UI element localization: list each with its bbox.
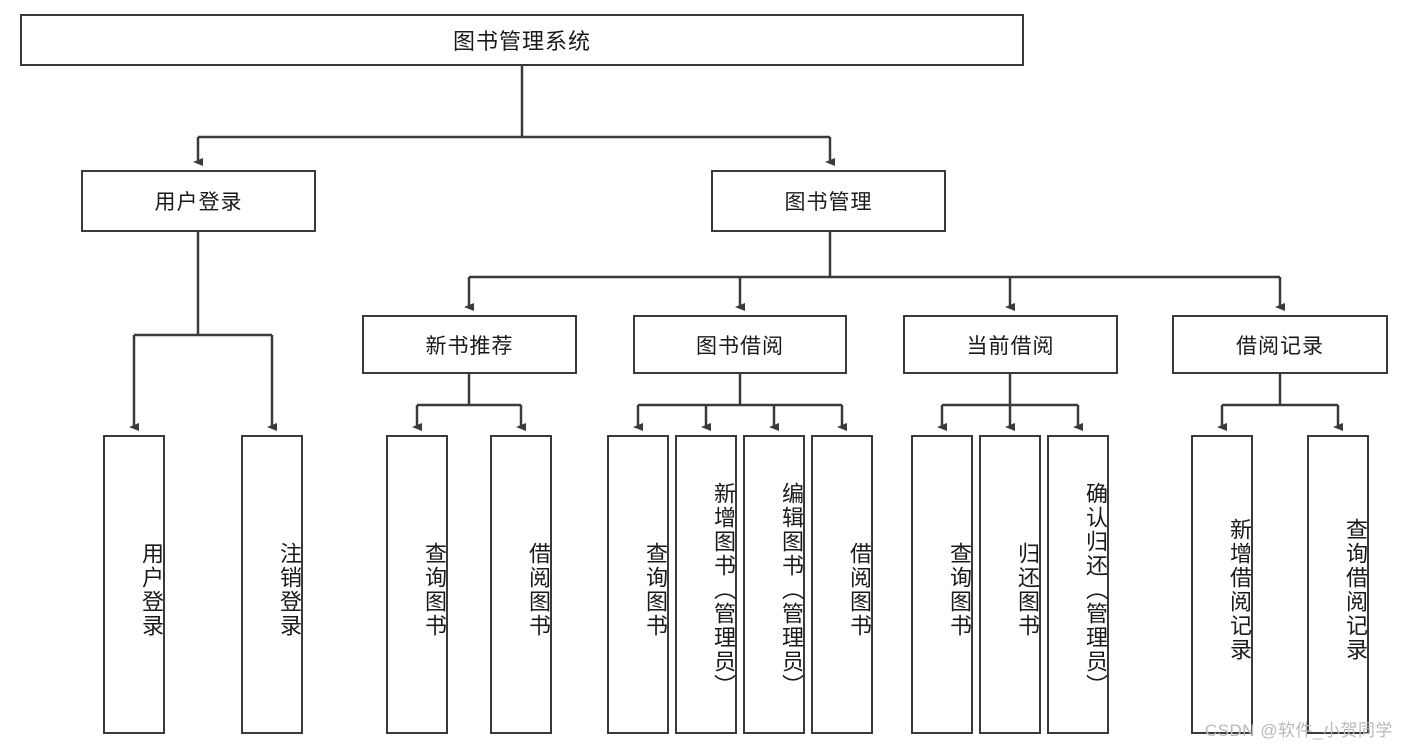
node-leaf-add-book-admin-label: 新增图书（管理员） <box>711 481 736 698</box>
node-leaf-query-book-current[interactable]: 查询图书 <box>911 435 973 734</box>
node-root-system[interactable]: 图书管理系统 <box>20 14 1024 66</box>
node-leaf-query-book-label: 查询图书 <box>643 541 668 638</box>
node-leaf-borrow-book[interactable]: 借阅图书 <box>811 435 873 734</box>
node-current-borrow[interactable]: 当前借阅 <box>903 315 1118 374</box>
node-root-label: 图书管理系统 <box>452 29 591 54</box>
node-leaf-query-book-recommend-label: 查询图书 <box>422 541 447 638</box>
node-leaf-edit-book-admin[interactable]: 编辑图书（管理员） <box>743 435 805 734</box>
node-leaf-confirm-return-admin[interactable]: 确认归还（管理员） <box>1047 435 1109 734</box>
node-leaf-edit-book-admin-label: 编辑图书（管理员） <box>779 481 804 698</box>
node-leaf-add-borrow-record[interactable]: 新增借阅记录 <box>1191 435 1253 734</box>
node-leaf-logout-label: 注销登录 <box>277 541 302 638</box>
node-book-borrow-label: 图书借阅 <box>696 334 784 358</box>
node-leaf-query-borrow-record-label: 查询借阅记录 <box>1343 517 1368 662</box>
node-leaf-borrow-book-label: 借阅图书 <box>847 541 872 638</box>
node-leaf-add-book-admin[interactable]: 新增图书（管理员） <box>675 435 737 734</box>
node-leaf-user-login-label: 用户登录 <box>139 541 164 638</box>
node-leaf-add-borrow-record-label: 新增借阅记录 <box>1227 517 1252 662</box>
node-leaf-return-book-label: 归还图书 <box>1015 541 1040 638</box>
node-leaf-return-book[interactable]: 归还图书 <box>979 435 1041 734</box>
node-leaf-query-book-recommend[interactable]: 查询图书 <box>386 435 448 734</box>
node-new-book-recommend-label: 新书推荐 <box>425 334 514 358</box>
node-leaf-confirm-return-admin-label: 确认归还（管理员） <box>1083 481 1108 698</box>
node-current-borrow-label: 当前借阅 <box>966 334 1055 358</box>
node-leaf-query-book-current-label: 查询图书 <box>947 541 972 638</box>
node-user-login-label: 用户登录 <box>154 191 243 214</box>
node-borrow-record-label: 借阅记录 <box>1236 334 1324 358</box>
node-book-manage[interactable]: 图书管理 <box>711 170 946 232</box>
node-book-manage-label: 图书管理 <box>784 191 873 214</box>
node-user-login[interactable]: 用户登录 <box>81 170 316 232</box>
node-book-borrow[interactable]: 图书借阅 <box>633 315 847 374</box>
csdn-watermark: CSDN @软件_小贺同学 <box>1204 721 1393 740</box>
node-new-book-recommend[interactable]: 新书推荐 <box>362 315 577 374</box>
node-leaf-borrow-book-recommend[interactable]: 借阅图书 <box>490 435 552 734</box>
node-leaf-query-book[interactable]: 查询图书 <box>607 435 669 734</box>
node-leaf-logout[interactable]: 注销登录 <box>241 435 303 734</box>
node-leaf-query-borrow-record[interactable]: 查询借阅记录 <box>1307 435 1369 734</box>
node-leaf-user-login[interactable]: 用户登录 <box>103 435 165 734</box>
node-leaf-borrow-book-recommend-label: 借阅图书 <box>526 541 551 638</box>
node-borrow-record[interactable]: 借阅记录 <box>1172 315 1388 374</box>
